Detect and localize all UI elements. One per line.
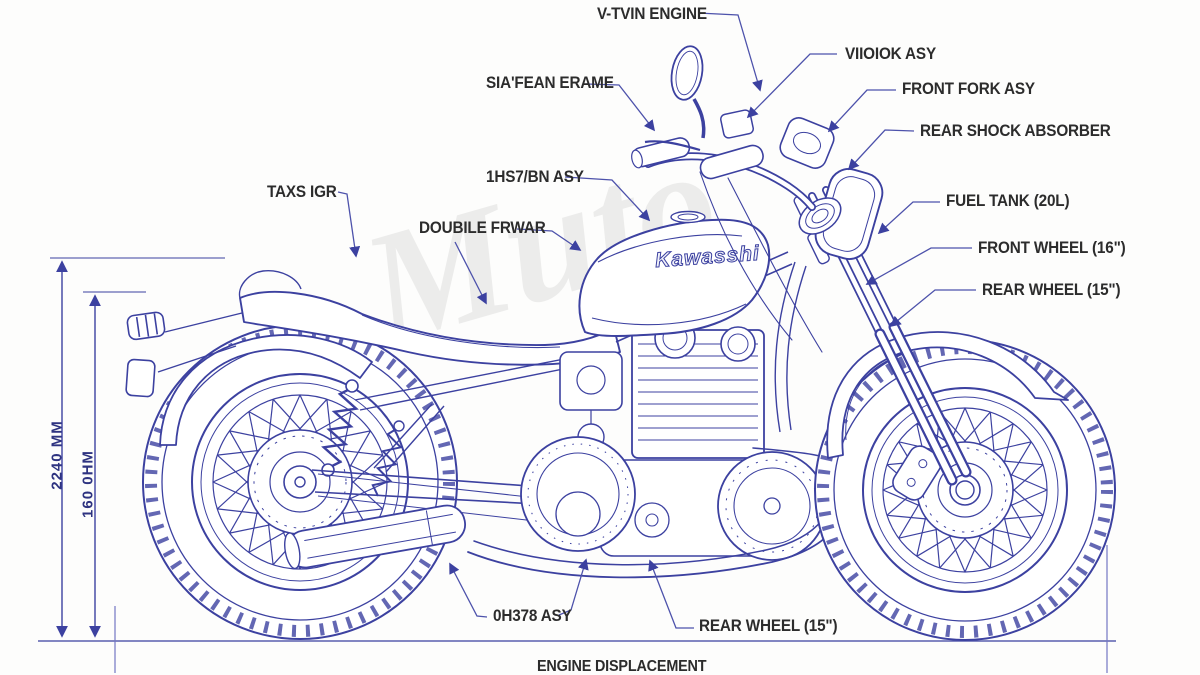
callout-engine-displacement: ENGINE DISPLACEMENT (537, 658, 707, 675)
callout-double-frame: DOUBILE FRWAR (419, 218, 546, 237)
headlight (779, 117, 884, 260)
brake-caliper (892, 445, 942, 501)
leader-lines (337, 12, 976, 629)
rear-fender (159, 334, 373, 446)
mirror (670, 45, 706, 139)
callout-seat: TAXS IGR (267, 182, 337, 201)
rear-shock-springs (321, 379, 405, 497)
right-grip (699, 144, 764, 180)
muffler (284, 504, 466, 570)
callout-handlebar-frame: SIA'FEAN ERAME (486, 73, 614, 92)
callout-fuel-tank: FUEL TANK (20L) (946, 191, 1070, 210)
exhaust (284, 447, 850, 579)
master-cylinder (720, 109, 754, 139)
dimension-overall-height: 2240 MM (48, 420, 66, 490)
callout-exhaust-asy: 0H378 ASY (493, 606, 572, 625)
tail-light (125, 311, 247, 398)
bottom-extension-lines (114, 545, 1108, 673)
dimension-lines (50, 257, 225, 638)
callout-rear-wheel: REAR WHEEL (15") (982, 280, 1121, 299)
instrument-pod (779, 117, 835, 169)
callout-front-wheel: FRONT WHEEL (16") (978, 238, 1126, 257)
handlebar (631, 45, 816, 211)
callout-mirror-assembly: VIIOIOK ASY (845, 44, 936, 63)
callout-rear-shock: REAR SHOCK ABSORBER (920, 121, 1111, 140)
callout-v-twin-engine: V-TVIN ENGINE (597, 4, 707, 23)
callout-rear-wheel-bottom: REAR WHEEL (15") (699, 616, 838, 635)
engine (520, 317, 827, 561)
callout-front-fork: FRONT FORK ASY (902, 79, 1035, 98)
callout-headlight-asy: 1HS7/BN ASY (486, 167, 584, 186)
fuel-tank (578, 210, 771, 337)
dimension-secondary-height: 160 0HM (79, 450, 97, 518)
